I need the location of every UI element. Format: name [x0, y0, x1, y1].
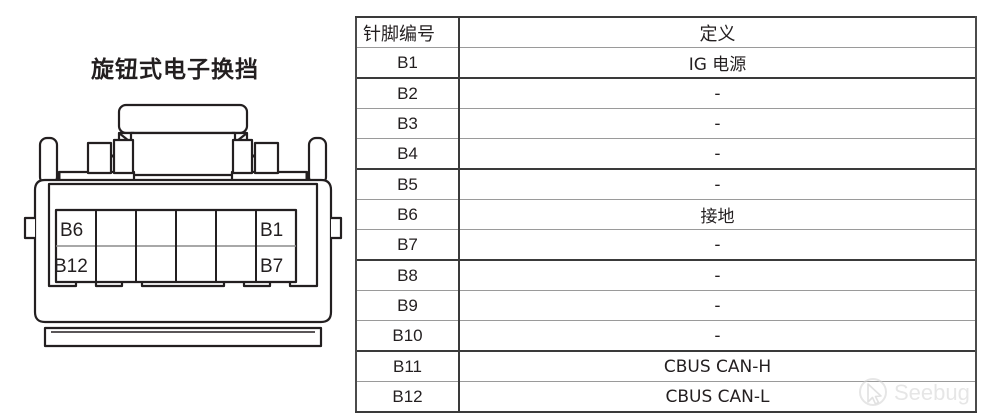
pin-label-top-right: B1	[260, 220, 283, 241]
cell-definition: -	[458, 77, 977, 109]
cell-definition: IG 电源	[458, 47, 977, 79]
cell-pin: B10	[355, 320, 460, 352]
cell-pin: B9	[355, 290, 460, 321]
prong-left	[38, 136, 59, 186]
side-notch-left	[23, 216, 35, 240]
table-row: B8-	[355, 259, 977, 291]
key-block-right-outer	[253, 141, 280, 175]
cell-pin: B11	[355, 350, 460, 382]
column-header-pin: 针脚编号	[355, 16, 460, 48]
pin-grid	[54, 208, 298, 284]
table-row: B4-	[355, 138, 977, 170]
table-header-row: 针脚编号 定义	[355, 16, 977, 48]
table-row: B5-	[355, 168, 977, 200]
connector-bottom-bar	[43, 326, 323, 348]
prong-right	[307, 136, 328, 186]
table-row: B9-	[355, 290, 977, 321]
cell-pin: B6	[355, 199, 460, 230]
latch-tab	[117, 103, 249, 135]
key-block-left-inner	[112, 138, 135, 175]
cell-pin: B4	[355, 138, 460, 170]
cell-definition: -	[458, 168, 977, 200]
cell-definition: -	[458, 259, 977, 291]
cell-definition: -	[458, 229, 977, 261]
table-row: B3-	[355, 108, 977, 139]
cell-definition: CBUS CAN-L	[458, 381, 977, 413]
cell-definition: -	[458, 320, 977, 352]
connector-diagram: B6 B1 B12 B7	[23, 103, 343, 348]
cell-pin: B1	[355, 47, 460, 79]
table-row: B2-	[355, 77, 977, 109]
cell-definition: 接地	[458, 199, 977, 230]
table-row: B7-	[355, 229, 977, 261]
latch-neck	[129, 131, 237, 177]
column-header-definition: 定义	[458, 16, 977, 48]
key-block-right-inner	[231, 138, 254, 175]
pin-label-bottom-right: B7	[260, 256, 283, 277]
cell-definition: -	[458, 108, 977, 139]
side-notch-right	[331, 216, 343, 240]
table-row: B10-	[355, 320, 977, 352]
cell-pin: B7	[355, 229, 460, 261]
cell-definition: -	[458, 290, 977, 321]
connector-title: 旋钮式电子换挡	[91, 57, 259, 83]
pin-label-top-left: B6	[60, 220, 83, 241]
cell-definition: -	[458, 138, 977, 170]
connector-panel: 旋钮式电子换挡	[0, 0, 350, 419]
pin-label-bottom-left: B12	[54, 256, 88, 277]
key-block-left-outer	[86, 141, 113, 175]
cell-pin: B12	[355, 381, 460, 413]
cell-pin: B8	[355, 259, 460, 291]
cell-pin: B3	[355, 108, 460, 139]
cell-pin: B2	[355, 77, 460, 109]
cell-definition: CBUS CAN-H	[458, 350, 977, 382]
cell-pin: B5	[355, 168, 460, 200]
